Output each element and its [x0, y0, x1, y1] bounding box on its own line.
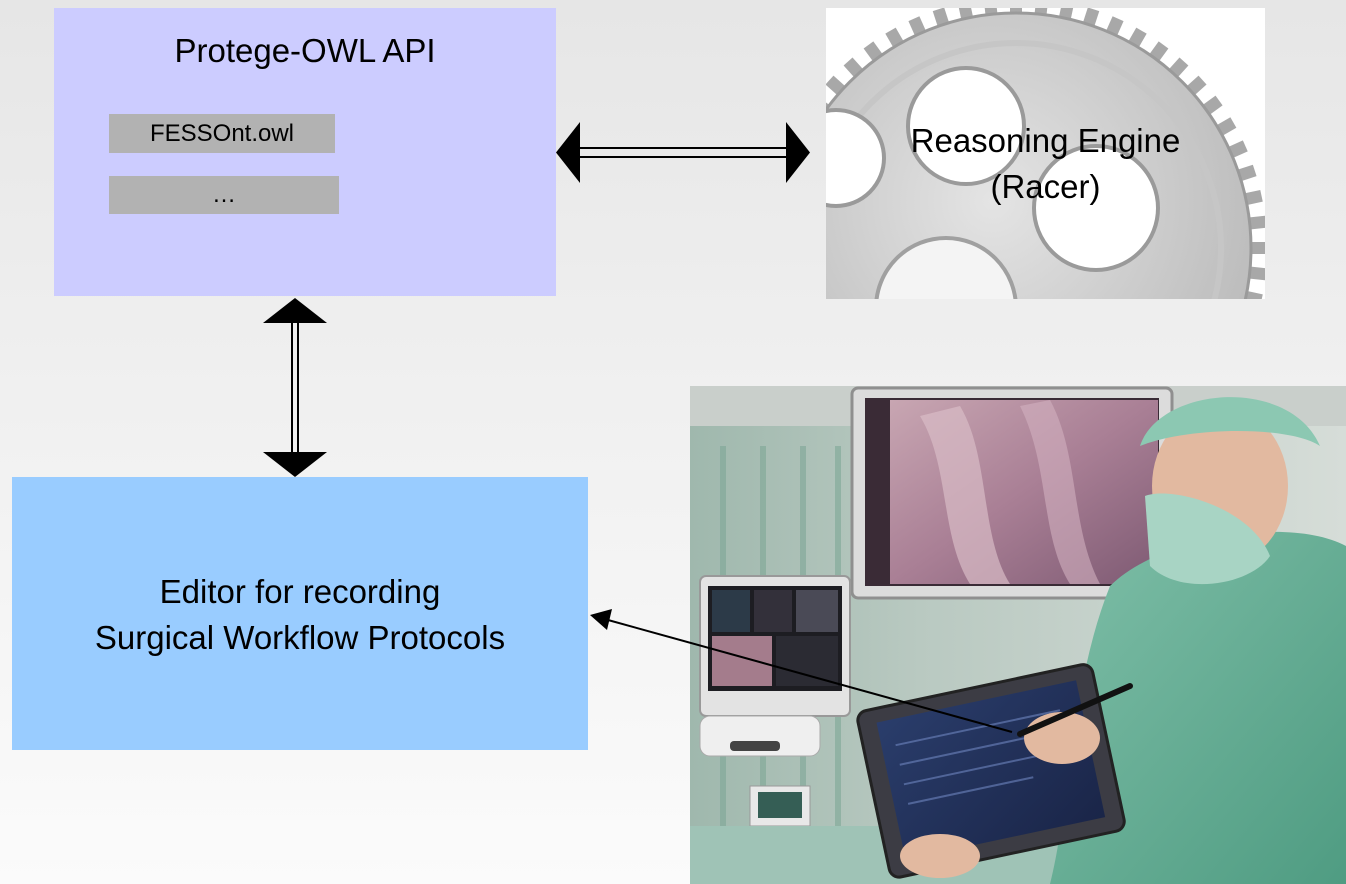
api-title: Protege-OWL API	[174, 32, 436, 69]
protege-owl-api-box: Protege-OWL API FESSOnt.owl …	[54, 8, 556, 296]
reasoning-engine-label: Reasoning Engine (Racer)	[826, 118, 1265, 210]
gear-icon	[826, 8, 1265, 299]
surgeon-with-tablet-photo	[690, 386, 1346, 884]
file-chip-more: …	[109, 176, 339, 214]
editor-label-line2: Surgical Workflow Protocols	[94, 619, 506, 656]
api-reasoner-double-arrow	[556, 122, 810, 183]
api-editor-double-arrow	[263, 298, 327, 477]
tablet-to-editor-arrow	[590, 609, 1013, 733]
file-chip-fessont: FESSOnt.owl	[109, 114, 335, 153]
reasoning-engine-title: Reasoning Engine	[910, 122, 1181, 159]
editor-label-line1: Editor for recording	[159, 573, 441, 610]
reasoning-engine-box: Reasoning Engine (Racer)	[826, 8, 1265, 299]
reasoning-engine-subtitle: (Racer)	[990, 168, 1101, 205]
editor-label: Editor for recording Surgical Workflow P…	[12, 569, 588, 661]
editor-box: Editor for recording Surgical Workflow P…	[12, 477, 588, 750]
